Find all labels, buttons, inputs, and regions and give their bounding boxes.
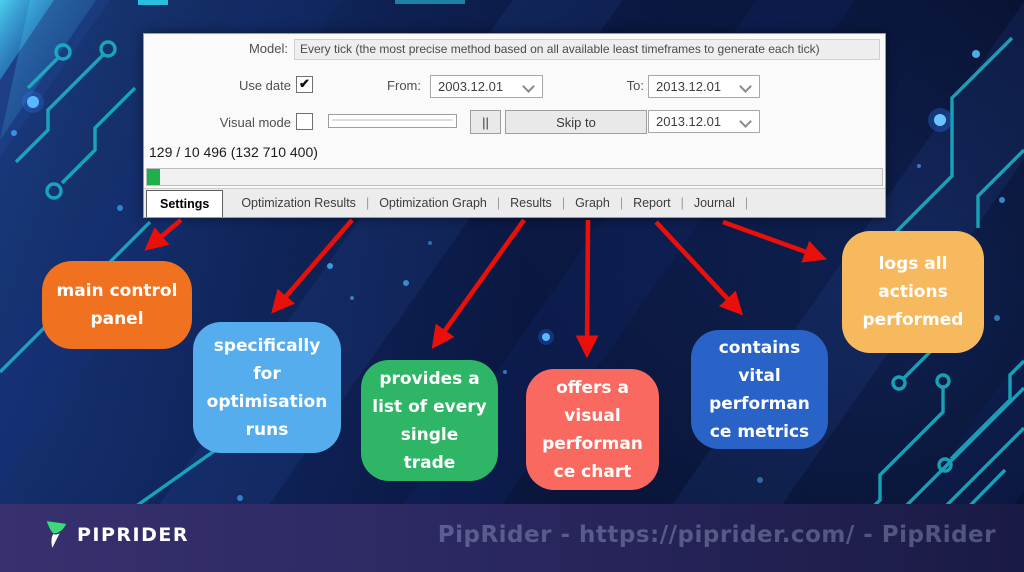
callout-visual-performance-chart: offers a visual performan ce chart bbox=[526, 369, 659, 490]
skip-date-select[interactable]: 2013.12.01 bbox=[648, 110, 760, 133]
footer-bar: PIPRIDER PipRider - https://piprider.com… bbox=[0, 504, 1024, 572]
visual-mode-label: Visual mode bbox=[219, 115, 291, 130]
arrow-report bbox=[654, 220, 744, 316]
arrow-results bbox=[431, 218, 526, 349]
from-date-select[interactable]: 2003.12.01 bbox=[430, 75, 543, 98]
progress-fill bbox=[147, 169, 160, 185]
watermark-text: PipRider - https://piprider.com/ - PipRi… bbox=[437, 522, 996, 548]
tab-journal[interactable]: Journal bbox=[693, 196, 735, 210]
visual-speed-slider[interactable] bbox=[328, 114, 457, 128]
chevron-down-icon bbox=[739, 115, 752, 128]
progress-bar bbox=[146, 168, 883, 186]
tab-optimization-results[interactable]: Optimization Results bbox=[241, 196, 356, 210]
light-streak bbox=[0, 0, 54, 80]
callout-list-of-trades: provides a list of every single trade bbox=[361, 360, 498, 481]
tab-bar: Settings Optimization Results | Optimiza… bbox=[144, 188, 885, 217]
callout-logs-actions: logs all actions performed bbox=[842, 231, 984, 353]
tab-results[interactable]: Results bbox=[510, 196, 552, 210]
tab-separator: | bbox=[680, 196, 684, 210]
strategy-tester-panel: Model: Every tick (the most precise meth… bbox=[143, 33, 886, 218]
progress-counter: 129 / 10 496 (132 710 400) bbox=[149, 144, 318, 160]
visual-mode-checkbox[interactable] bbox=[296, 113, 313, 130]
tab-settings[interactable]: Settings bbox=[146, 189, 224, 217]
arrow-journal bbox=[722, 219, 827, 263]
model-label: Model: bbox=[248, 41, 288, 56]
light-streak bbox=[0, 0, 96, 140]
skip-date-value: 2013.12.01 bbox=[656, 114, 722, 129]
use-date-label: Use date bbox=[238, 78, 291, 93]
pause-button[interactable]: || bbox=[470, 110, 501, 134]
chevron-down-icon bbox=[522, 80, 535, 93]
chevron-down-icon bbox=[739, 80, 752, 93]
to-date-value: 2013.12.01 bbox=[656, 79, 722, 94]
tab-separator: | bbox=[619, 196, 624, 210]
tab-separator: | bbox=[496, 196, 501, 210]
arrow-optimization bbox=[271, 218, 354, 314]
piprider-brand: PIPRIDER bbox=[44, 520, 189, 550]
callout-performance-metrics: contains vital performan ce metrics bbox=[691, 330, 828, 449]
from-date-value: 2003.12.01 bbox=[438, 79, 504, 94]
tab-optimization-graph[interactable]: Optimization Graph bbox=[379, 196, 487, 210]
tab-separator: | bbox=[365, 196, 370, 210]
skip-to-button[interactable]: Skip to bbox=[505, 110, 647, 134]
tab-graph[interactable]: Graph bbox=[575, 196, 610, 210]
callout-main-control-panel: main control panel bbox=[42, 261, 192, 349]
tab-separator: | bbox=[744, 196, 749, 210]
piprider-logo-icon bbox=[46, 521, 67, 548]
to-date-select[interactable]: 2013.12.01 bbox=[648, 75, 760, 98]
tab-report[interactable]: Report bbox=[633, 196, 671, 210]
use-date-checkbox[interactable]: ✔ bbox=[296, 76, 313, 93]
to-label: To: bbox=[626, 78, 644, 93]
brand-name: PIPRIDER bbox=[77, 524, 190, 546]
tab-separator: | bbox=[561, 196, 566, 210]
arrow-settings bbox=[144, 218, 183, 251]
model-field[interactable]: Every tick (the most precise method base… bbox=[294, 39, 880, 60]
from-label: From: bbox=[387, 78, 421, 93]
arrow-graph bbox=[575, 219, 599, 359]
callout-optimisation-runs: specifically for optimisation runs bbox=[193, 322, 341, 453]
